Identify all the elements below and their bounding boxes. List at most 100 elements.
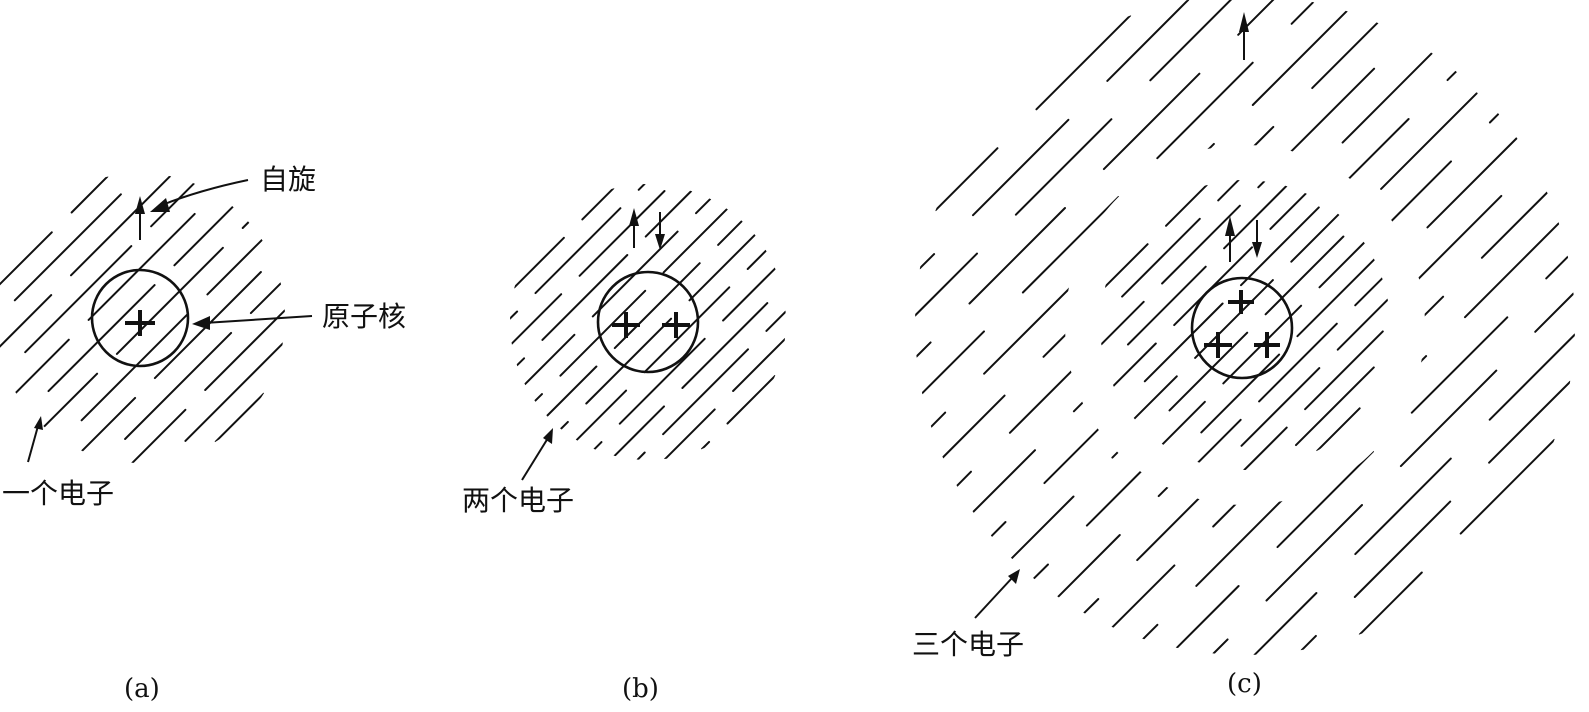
spin-label: 自旋 [260, 163, 316, 196]
electron-cloud-hatch-line [1480, 191, 1549, 259]
electron-cloud-b [510, 184, 786, 460]
electron-cloud-hatch-line [1085, 429, 1184, 527]
electron-cloud-hatch-line [1354, 457, 1452, 556]
electron-cloud-hatch-line [1545, 255, 1569, 280]
electron-pointer-arrow-c-icon [974, 569, 1020, 619]
electron-cloud-hatch-line [688, 233, 756, 302]
electron-cloud-hatch-line [1057, 534, 1121, 598]
electron-cloud-hatch-line [1111, 564, 1176, 629]
electron-cloud-hatch-line [578, 190, 666, 277]
electron-cloud-hatch-line [1111, 361, 1209, 459]
electron-cloud-hatch-line [204, 309, 285, 391]
electron-cloud-hatch-line [1165, 184, 1208, 227]
spin-up-arrow-icon [629, 208, 639, 248]
electron-cloud-hatch-line [87, 212, 196, 321]
electron-cloud-hatch-line [613, 262, 701, 350]
electron-cloud-hatch-line [1358, 571, 1423, 636]
panel-a: 自旋 原子核 一个电子 (a) [0, 163, 406, 704]
electron-cloud-hatch-line [1133, 375, 1178, 420]
electron-cloud-hatch-line [534, 207, 622, 295]
nucleus-c [1190, 276, 1294, 380]
nucleus-b [596, 270, 700, 374]
electron-cloud-hatch-line [1200, 353, 1281, 434]
proton-plus-b1 [612, 312, 640, 338]
electron-cloud-hatch-line [214, 392, 265, 443]
electron-cloud-hatch-line [717, 219, 743, 246]
electron-cloud-hatch-line [1008, 336, 1107, 434]
electron-cloud-hatch-line [1446, 70, 1458, 82]
electron-cloud-hatch-line [918, 253, 936, 270]
spin-down-arrow-icon [655, 212, 665, 250]
electron-cloud-hatch-line [1195, 489, 1293, 587]
electron-cloud-hatch-line [1304, 330, 1384, 411]
electron-cloud-hatch-line [14, 338, 70, 394]
electron-cloud-hatch-line [746, 249, 768, 270]
electron-pointer-arrow-a-icon [27, 416, 43, 463]
electron-cloud-hatch-line [701, 440, 711, 450]
electron-cloud-hatch-line [955, 470, 972, 487]
electron-cloud-hatch-line [1534, 292, 1575, 333]
electron-cloud-hatch-line [1346, 295, 1445, 394]
electron-cloud-hatch-line [1168, 331, 1249, 412]
electron-cloud-hatch-line [1143, 202, 1241, 300]
electron-cloud-c-outer [915, 0, 1576, 655]
electron-cloud-hatch-line [510, 293, 563, 345]
electron-cloud-hatch-line [1035, 14, 1132, 111]
electron-cloud-hatch-line [13, 193, 122, 302]
electron-cloud-hatch-line [1136, 463, 1234, 562]
electron-cloud-hatch-line [1353, 500, 1452, 598]
electron-cloud-hatch-line [1021, 196, 1120, 294]
electron-cloud-hatch-line [613, 405, 665, 457]
electron-cloud-hatch-line [1106, 0, 1190, 82]
electron-cloud-hatch-line [1316, 407, 1361, 452]
electron-cloud-hatch-line [1270, 329, 1368, 427]
electron-cloud-hatch-line [1161, 400, 1206, 446]
electron-cloud-hatch-line [990, 521, 1007, 538]
electron-cloud-hatch-line [1212, 430, 1310, 528]
caption-c: (c) [1227, 669, 1262, 699]
electron-cloud-hatch-line [241, 221, 250, 229]
electron-cloud-hatch-line [581, 187, 615, 221]
electron-cloud-hatch-line [1149, 0, 1237, 82]
electron-cloud-hatch-line [80, 313, 189, 422]
electron-cloud-hatch-line [1010, 495, 1075, 560]
panel-b: 两个电子 (b) [462, 184, 786, 704]
electron-cloud-hatch-line [618, 337, 706, 425]
electron-cloud-hatch-line [1464, 222, 1560, 319]
electron-cloud-hatch-line [1354, 160, 1452, 258]
caption-b: (b) [622, 674, 659, 704]
proton-plus-c2 [1204, 332, 1232, 358]
electron-cloud-hatch-line [593, 441, 603, 451]
electron-cloud-hatch-line [70, 175, 172, 277]
electron-cloud-hatch-line [81, 396, 137, 452]
electron-cloud-hatch-line [643, 286, 731, 374]
electron-cloud-hatch-line [1121, 217, 1201, 298]
electron-cloud-hatch-line [1459, 438, 1556, 535]
electron-cloud-hatch-line [1276, 450, 1374, 549]
electron-cloud-hatch-line [43, 372, 99, 428]
electron-cloud-hatch-line [510, 310, 519, 320]
electron-cloud-a [0, 175, 285, 463]
electron-cloud-hatch-line [545, 365, 598, 417]
electron-cloud-hatch-line [695, 197, 712, 215]
electron-cloud-hatch-line [1212, 638, 1229, 655]
electron-cloud-hatch-line [1426, 137, 1518, 229]
electron-cloud-hatch-line [1100, 300, 1145, 346]
electron-cloud-hatch-line [644, 190, 693, 238]
electron-cloud-hatch-line [1380, 92, 1478, 190]
spin-up-arrow-icon [135, 196, 145, 240]
nucleus-a [90, 268, 190, 368]
electron-cloud-hatch-line [541, 254, 629, 341]
electron-cloud-hatch-line [24, 245, 133, 354]
caption-a: (a) [124, 674, 160, 704]
electron-cloud-hatch-line [1277, 67, 1376, 166]
electron-cloud-hatch-line [173, 205, 234, 267]
electron-cloud-hatch-line [983, 277, 1081, 375]
electron-cloud-hatch-line [1265, 504, 1363, 602]
electron-cloud-hatch-line [1223, 185, 1288, 250]
electron-pointer-arrow-b-icon [521, 428, 553, 481]
electron-cloud-hatch-line [1300, 634, 1317, 652]
electron-cloud-hatch-line [968, 207, 1066, 305]
electron-cloud-hatch-line [249, 282, 282, 315]
electron-cloud-hatch-line [972, 118, 1070, 217]
